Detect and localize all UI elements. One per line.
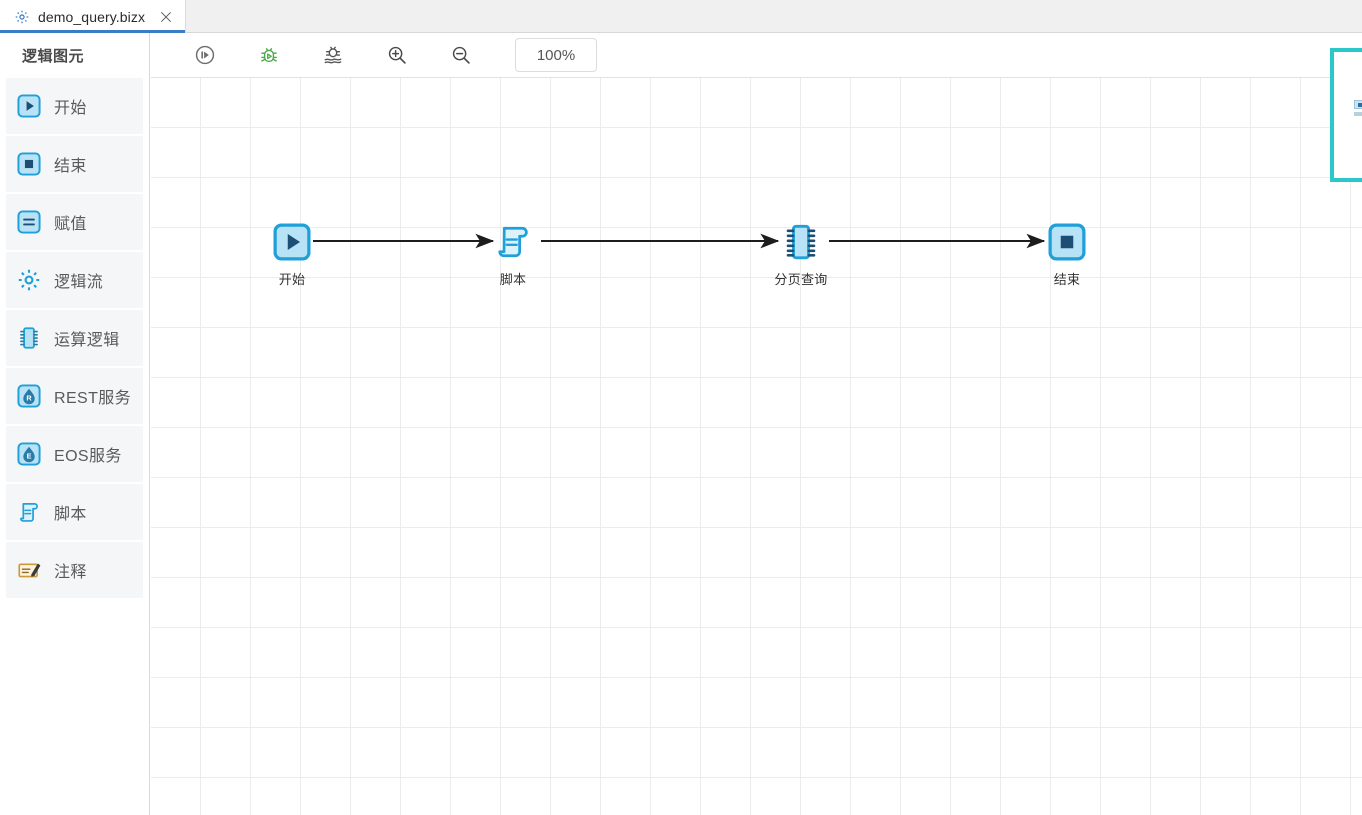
tab-demo-query[interactable]: demo_query.bizx: [0, 0, 187, 33]
sidebar-item-annotation[interactable]: 注释: [6, 542, 143, 598]
svg-text:E: E: [27, 451, 32, 460]
stop-debug-button[interactable]: [301, 33, 365, 77]
sidebar-item-label: 赋值: [54, 216, 87, 233]
sidebar-item-label: 逻辑流: [54, 274, 104, 291]
start-play-icon: [17, 94, 41, 118]
annotation-pencil-icon: [18, 563, 41, 578]
node-paged-query[interactable]: 分页查询: [753, 222, 849, 288]
sidebar-item-script[interactable]: 脚本: [6, 484, 143, 540]
end-stop-icon: [1048, 223, 1086, 261]
sidebar-item-eos-service[interactable]: E EOS服务: [6, 426, 143, 482]
node-label: 脚本: [499, 272, 527, 287]
tab-label: demo_query.bizx: [38, 8, 146, 25]
zoom-out-button[interactable]: [429, 33, 493, 77]
start-play-icon: [273, 223, 311, 261]
node-label: 分页查询: [774, 272, 828, 287]
rest-service-icon: R: [17, 384, 41, 408]
compute-chip-icon: [786, 224, 816, 260]
sidebar-item-end[interactable]: 结束: [6, 136, 143, 192]
assignment-icon: [17, 210, 41, 234]
flow-connectors: [313, 233, 1046, 249]
tab-bar: demo_query.bizx: [0, 0, 1362, 33]
sidebar-item-label: 运算逻辑: [54, 332, 120, 349]
stop-debug-icon: [324, 46, 342, 64]
sidebar-item-logic-flow[interactable]: 逻辑流: [6, 252, 143, 308]
debug-bug-icon: [261, 48, 277, 63]
sidebar-item-label: 开始: [54, 100, 87, 117]
sidebar-item-assignment[interactable]: 赋值: [6, 194, 143, 250]
palette-list: 开始 结束 赋值: [0, 78, 149, 598]
node-label: 开始: [278, 272, 306, 287]
gear-icon: [15, 10, 29, 23]
script-scroll-icon: [498, 226, 528, 258]
minimap-node-label: [1354, 112, 1362, 116]
zoom-level-input[interactable]: 100%: [515, 38, 597, 72]
svg-text:R: R: [26, 393, 32, 402]
zoom-out-icon: [452, 46, 470, 64]
sidebar-item-label: EOS服务: [54, 448, 122, 465]
script-scroll-icon: [20, 503, 38, 522]
eos-service-icon: E: [17, 442, 41, 466]
minimap-panel[interactable]: [1330, 48, 1362, 182]
sidebar-item-start[interactable]: 开始: [6, 78, 143, 134]
sidebar-item-label: REST服务: [54, 390, 132, 407]
minimap-node: [1354, 100, 1362, 109]
end-stop-icon: [17, 152, 41, 176]
node-script[interactable]: 脚本: [465, 222, 561, 288]
node-start[interactable]: 开始: [244, 222, 340, 288]
sidebar-item-label: 脚本: [54, 506, 87, 523]
sidebar-item-rest-service[interactable]: R REST服务: [6, 368, 143, 424]
palette-header: 逻辑图元: [22, 48, 85, 65]
run-button[interactable]: [173, 33, 237, 77]
editor-toolbar: 100%: [151, 33, 1362, 78]
sidebar-item-compute-logic[interactable]: 运算逻辑: [6, 310, 143, 366]
compute-chip-icon: [20, 327, 38, 349]
palette-sidebar: 逻辑图元 开始 结束: [0, 33, 150, 815]
sidebar-item-label: 注释: [54, 564, 87, 581]
logic-flow-gear-icon: [18, 269, 40, 291]
node-end[interactable]: 结束: [1019, 222, 1115, 288]
sidebar-item-label: 结束: [54, 158, 87, 175]
debug-button[interactable]: [237, 33, 301, 77]
node-label: 结束: [1053, 272, 1081, 287]
zoom-in-button[interactable]: [365, 33, 429, 77]
zoom-in-icon: [388, 46, 406, 64]
close-icon[interactable]: [159, 10, 173, 24]
run-circle-icon: [195, 45, 215, 65]
flow-canvas[interactable]: 开始 脚本 分页查询: [151, 78, 1362, 815]
